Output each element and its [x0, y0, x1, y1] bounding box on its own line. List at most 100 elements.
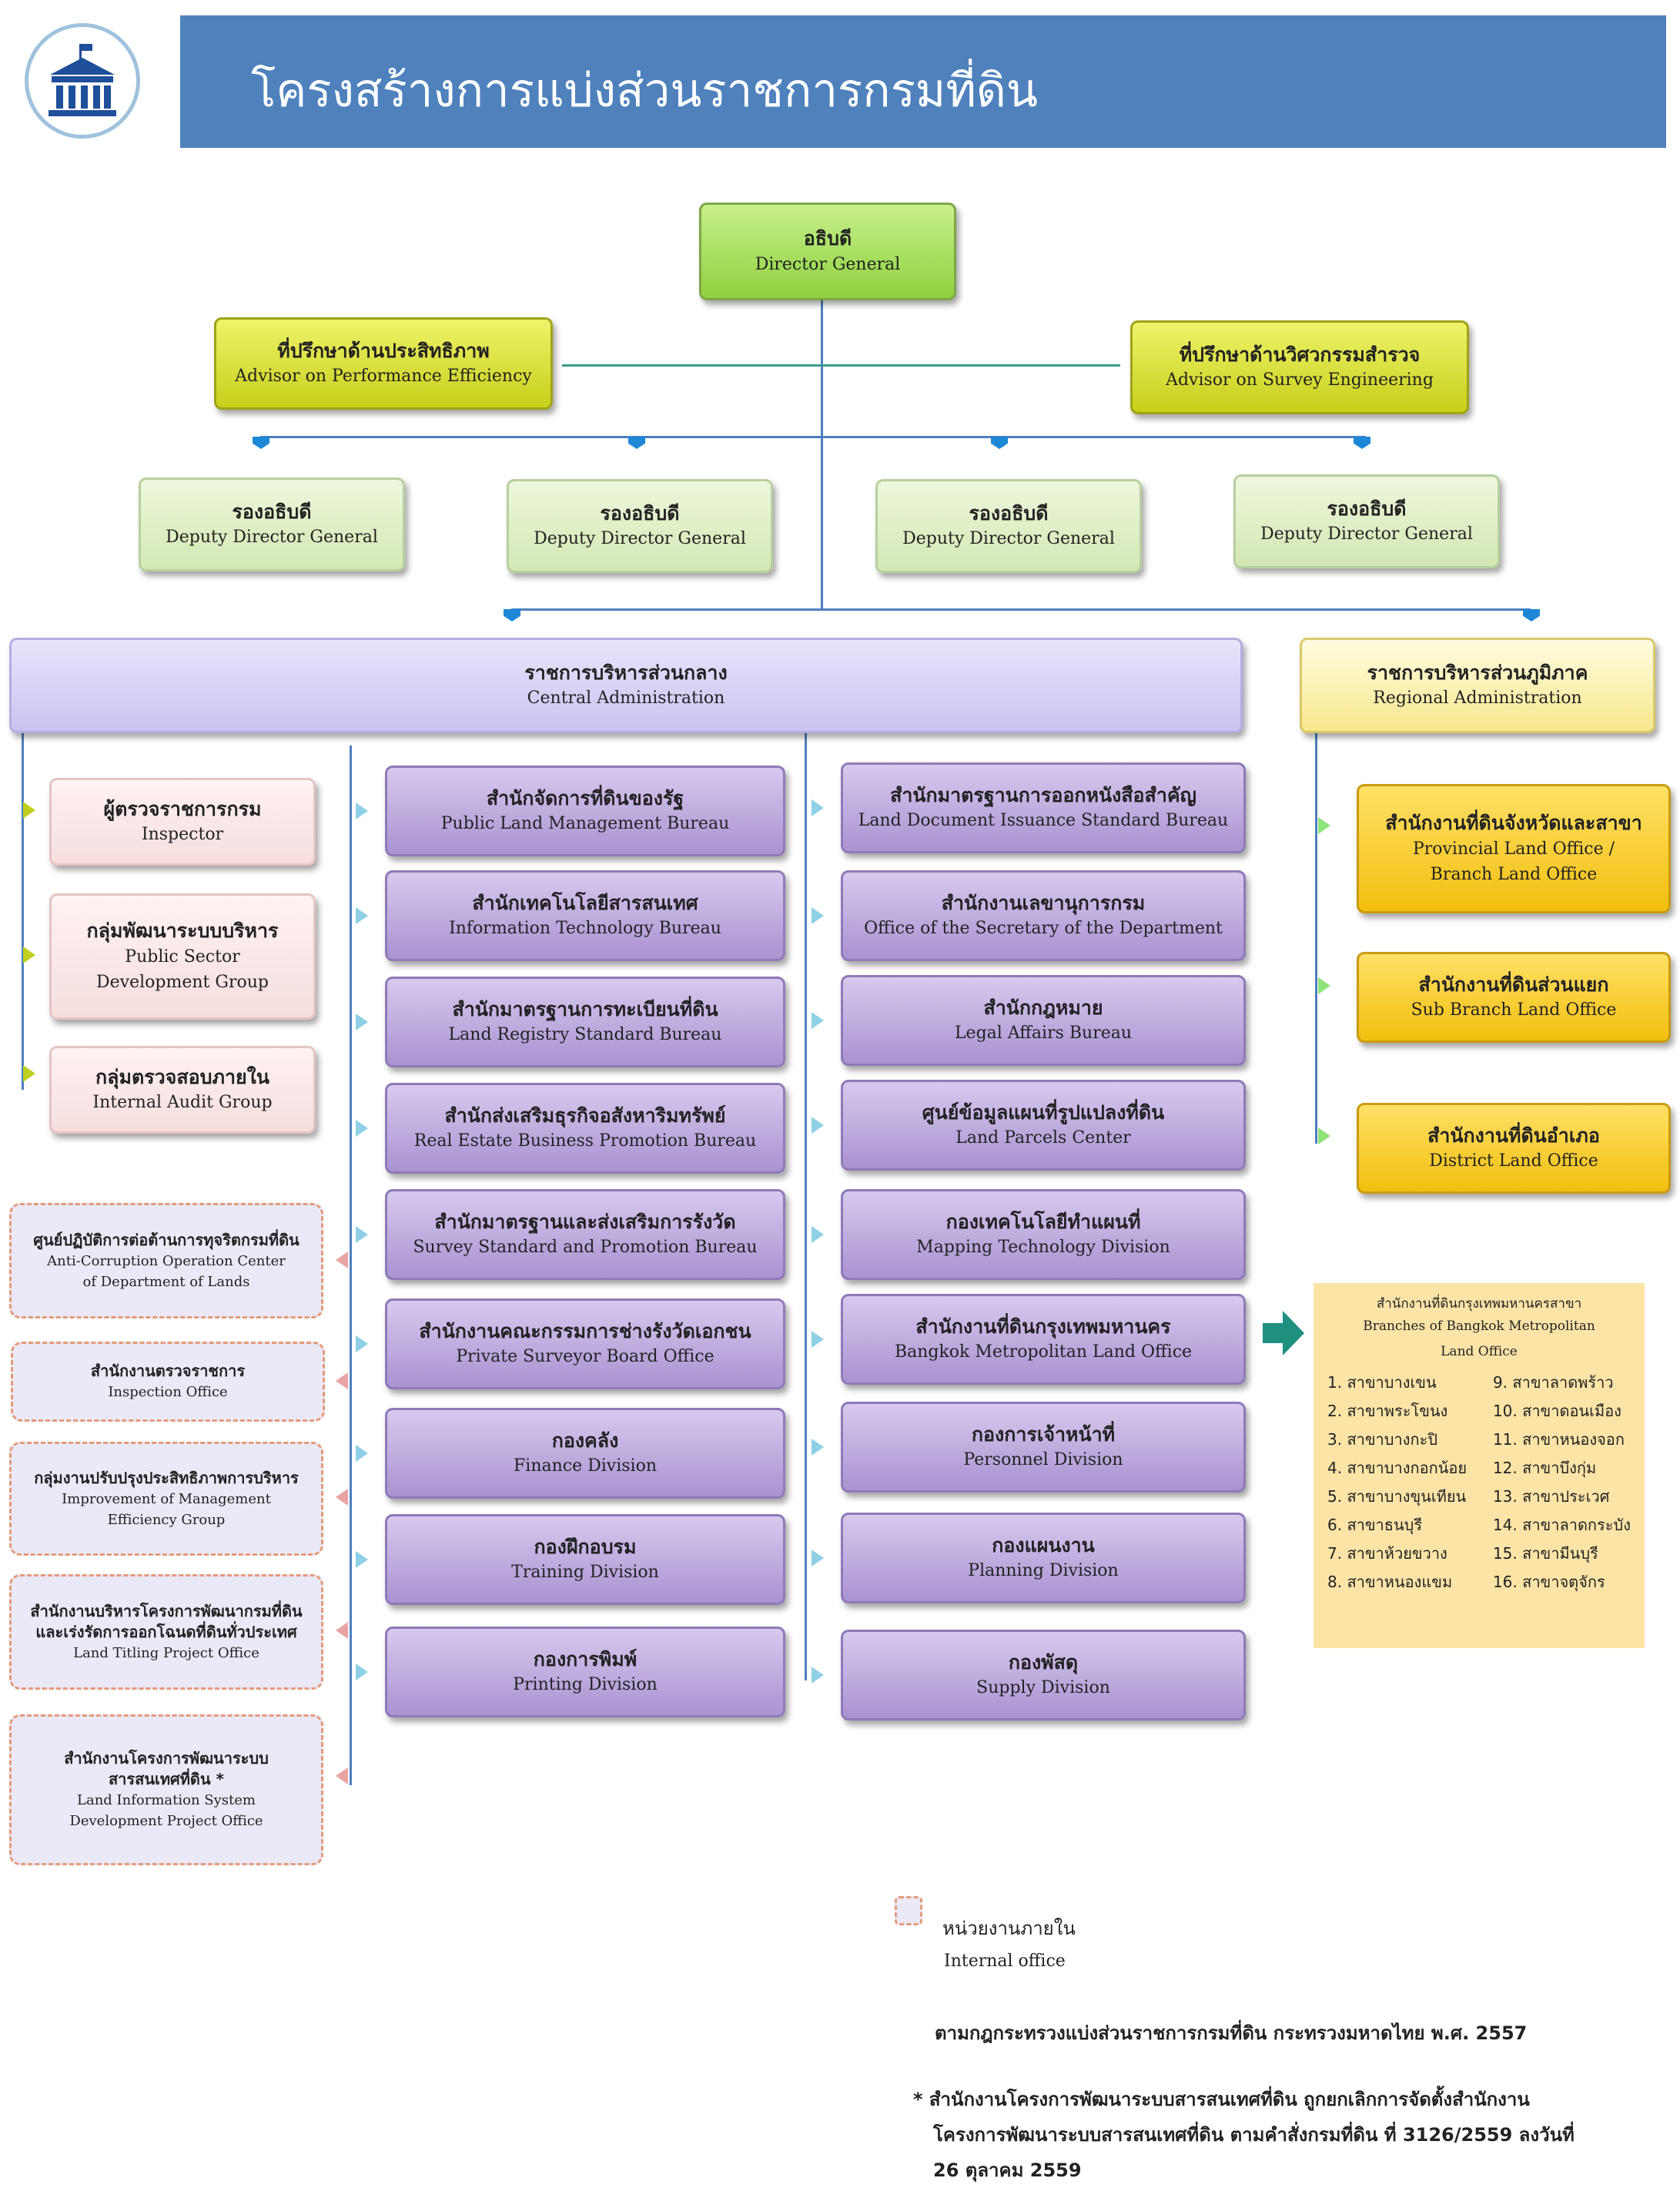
bureau-en: Land Parcels Center — [955, 1128, 1131, 1148]
advisor-survey-box: ที่ปรึกษาด้านวิศวกรรมสำรวจ Advisor on Su… — [1130, 320, 1469, 414]
col2-vertical — [805, 733, 807, 1680]
bureau-th: สำนักงานเลขานุการกรม — [941, 891, 1146, 914]
branch-item: 14. สาขาลาดกระบัง — [1492, 1515, 1631, 1534]
provincial-land-office-box: สำนักงานที่ดินจังหวัดและสาขา Provincial … — [1357, 784, 1671, 913]
advisor-en: Advisor on Survey Engineering — [1166, 370, 1434, 390]
arrow-icon — [23, 1065, 35, 1082]
branches-title-en: Branches of Bangkok Metropolitan — [1363, 1318, 1595, 1335]
branch-item: 6. สาขาธนบุรี — [1327, 1515, 1423, 1534]
arrow-icon — [356, 802, 368, 819]
branch-item: 3. สาขาบางกะปิ — [1327, 1429, 1438, 1449]
arrow-icon — [812, 1226, 824, 1243]
bureau-box: กองคลัง Finance Division — [385, 1408, 785, 1499]
unit-en: Public Sector — [125, 947, 240, 967]
arrow-icon — [356, 1120, 368, 1137]
deputy-box-1: รองอธิบดี Deputy Director General — [139, 477, 405, 571]
bureau-en: Survey Standard and Promotion Bureau — [413, 1238, 758, 1258]
bureau-en: Finance Division — [514, 1456, 657, 1476]
branch-item: 2. สาขาพระโขนง — [1327, 1401, 1448, 1420]
arrow-icon — [812, 907, 824, 924]
advisor-performance-box: ที่ปรึกษาด้านประสิทธิภาพ Advisor on Perf… — [214, 317, 553, 410]
public-sector-development-box: กลุ่มพัฒนาระบบบริหาร Public Sector Devel… — [49, 893, 316, 1020]
advisor-th: ที่ปรึกษาด้านประสิทธิภาพ — [277, 339, 490, 362]
bureau-en: Bangkok Metropolitan Land Office — [894, 1342, 1193, 1362]
arrow-icon — [1318, 1128, 1330, 1144]
deputy-en: Deputy Director General — [1260, 524, 1473, 544]
unit-en: Sub Branch Land Office — [1411, 1000, 1617, 1020]
bureau-en: Training Division — [511, 1563, 659, 1583]
central-connector — [504, 609, 520, 622]
bureau-box: กองฝึกอบรม Training Division — [385, 1514, 785, 1605]
logo — [25, 23, 140, 139]
unit-en: Anti-Corruption Operation Center — [47, 1252, 286, 1269]
unit-en: Development Group — [96, 972, 269, 992]
unit-en: District Land Office — [1429, 1151, 1598, 1171]
unit-th: สำนักงานตรวจราชการ — [90, 1362, 246, 1380]
arrow-icon — [356, 1226, 368, 1243]
unit-en: Internal Audit Group — [92, 1093, 273, 1113]
arrow-icon — [356, 1335, 368, 1352]
regional-connector — [1523, 609, 1540, 622]
unit-en: Inspector — [141, 825, 224, 845]
arrow-icon — [1318, 817, 1330, 834]
bureau-th: สำนักงานที่ดินกรุงเทพมหานคร — [915, 1315, 1171, 1338]
inspector-box: ผู้ตรวจราชการกรม Inspector — [49, 778, 316, 866]
bureau-en: Personnel Division — [963, 1450, 1123, 1470]
bureau-th: สำนักมาตรฐานการทะเบียนที่ดิน — [452, 997, 718, 1020]
bureau-th: กองฝึกอบรม — [534, 1535, 637, 1558]
deputy-bus — [260, 436, 1366, 438]
arrow-icon — [812, 1331, 824, 1348]
arrow-icon — [356, 1664, 368, 1680]
arrow-icon — [336, 1622, 348, 1639]
regional-th: ราชการบริหารส่วนภูมิภาค — [1367, 661, 1588, 684]
arrow-icon — [812, 799, 824, 816]
arrow-icon — [812, 1012, 824, 1029]
deputy-connector-1 — [253, 437, 269, 449]
branch-item: 4. สาขาบางกอกน้อย — [1327, 1458, 1467, 1477]
regional-administration-box: ราชการบริหารส่วนภูมิภาค Regional Adminis… — [1300, 638, 1655, 733]
central-th: ราชการบริหารส่วนกลาง — [524, 661, 728, 684]
bureau-box: กองพัสดุSupply Division — [841, 1630, 1246, 1721]
branch-item: 15. สาขามีนบุรี — [1492, 1543, 1598, 1563]
left-vertical — [22, 732, 24, 1090]
land-titling-project-box: สำนักงานบริหารโครงการพัฒนากรมที่ดิน และเ… — [9, 1574, 323, 1690]
director-en: Director General — [755, 254, 901, 274]
arrow-icon — [336, 1372, 348, 1389]
branch-item: 12. สาขาบึงกุ่ม — [1492, 1458, 1597, 1477]
branches-title-en: Land Office — [1441, 1343, 1518, 1359]
arrow-icon — [356, 1551, 368, 1568]
unit-th: กลุ่มตรวจสอบภายใน — [95, 1065, 269, 1088]
bangkok-branches-panel: สำนักงานที่ดินกรุงเทพมหานครสาขา Branches… — [1314, 1283, 1645, 1648]
deputy-en: Deputy Director General — [534, 529, 746, 549]
branch-item: 5. สาขาบางขุนเทียน — [1327, 1486, 1467, 1506]
unit-th: สำนักงานที่ดินจังหวัดและสาขา — [1385, 812, 1642, 835]
unit-en: of Department of Lands — [82, 1273, 250, 1290]
arrow-icon — [812, 1550, 824, 1566]
unit-en: Provincial Land Office / — [1412, 839, 1615, 859]
deputy-en: Deputy Director General — [902, 529, 1115, 549]
deputy-connector-3 — [991, 437, 1008, 449]
unit-en: Inspection Office — [108, 1384, 228, 1400]
bureau-box: กองการเจ้าหน้าที่Personnel Division — [841, 1402, 1246, 1493]
col1-vertical — [350, 746, 352, 1785]
arrow-icon — [812, 1117, 824, 1134]
management-efficiency-box: กลุ่มงานปรับปรุงประสิทธิภาพการบริหาร Imp… — [9, 1442, 323, 1556]
branch-item: 13. สาขาประเวศ — [1492, 1486, 1610, 1506]
unit-en: Development Project Office — [69, 1813, 263, 1829]
arrow-icon — [336, 1251, 348, 1268]
bureau-en: Supply Division — [976, 1678, 1110, 1698]
unit-en: Improvement of Management — [62, 1490, 271, 1507]
deputy-box-3: รองอธิบดี Deputy Director General — [875, 479, 1142, 573]
bureau-en: Private Surveyor Board Office — [456, 1347, 715, 1367]
anti-corruption-center-box: ศูนย์ปฏิบัติการต่อต้านการทุจริตกรมที่ดิน… — [9, 1203, 323, 1318]
arrow-icon — [336, 1489, 348, 1506]
central-administration-box: ราชการบริหารส่วนกลาง Central Administrat… — [9, 638, 1243, 733]
bureau-box: สำนักส่งเสริมธุรกิจอสังหาริมทรัพย์Real E… — [385, 1083, 785, 1174]
bureau-th: กองคลัง — [551, 1429, 619, 1452]
